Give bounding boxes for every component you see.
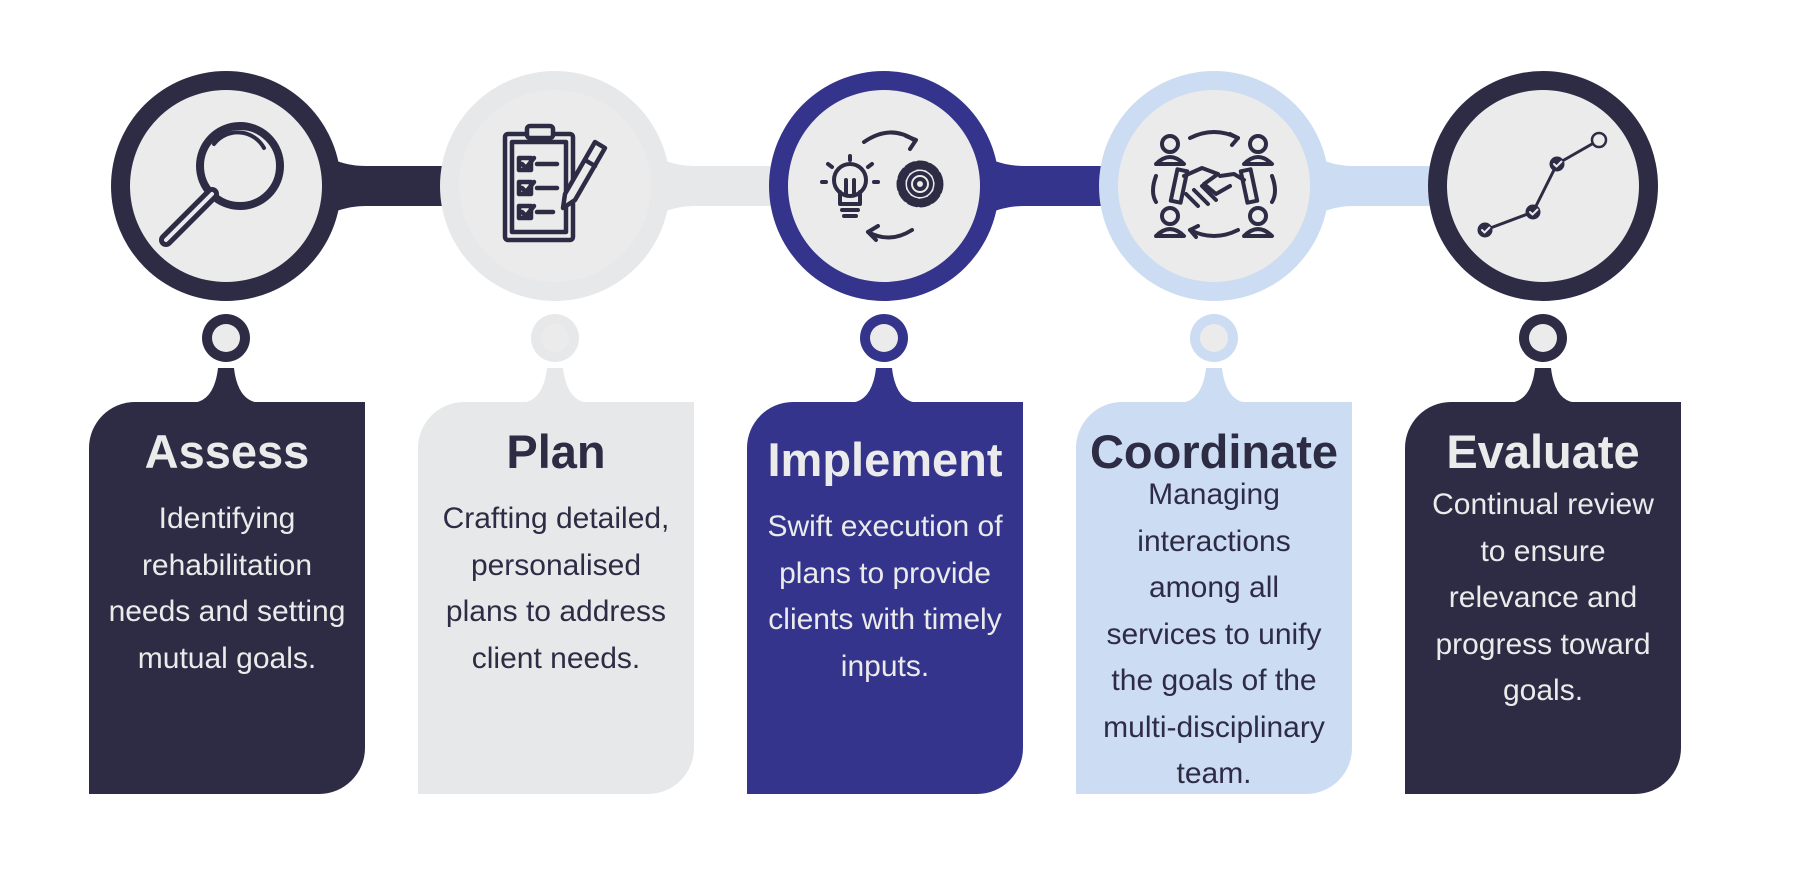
- pin-stem: [190, 368, 262, 403]
- progress-line-chart-icon: [1477, 131, 1608, 238]
- step-title: Coordinate: [1089, 425, 1339, 478]
- step-title: Evaluate: [1446, 425, 1640, 478]
- pin-inner: [1200, 324, 1228, 352]
- ring-face: [1447, 90, 1639, 282]
- pin-stem: [1507, 368, 1579, 403]
- step-description: Crafting detailed, personalised plans to…: [442, 502, 670, 675]
- step-description: Swift execution of plans to provide clie…: [767, 510, 1003, 683]
- step-title: Assess: [144, 425, 310, 478]
- step-title: Plan: [506, 425, 606, 478]
- pin-inner: [870, 324, 898, 352]
- pin-inner: [541, 324, 569, 352]
- step-description: Identifying rehabilitation needs and set…: [108, 502, 346, 675]
- step-description: Continual review to ensure relevance and…: [1432, 488, 1654, 707]
- step-description: Managing interactions among all services…: [1103, 478, 1325, 790]
- step-title: Implement: [767, 433, 1003, 486]
- pins: [190, 314, 1579, 403]
- magnifying-glass-icon: [159, 122, 284, 247]
- lightbulb-gear-cycle-icon: [820, 130, 944, 242]
- pin-stem: [519, 368, 591, 403]
- ring-face: [130, 90, 322, 282]
- pin-stem: [848, 368, 920, 403]
- pin-inner: [1529, 324, 1557, 352]
- ring-face: [788, 90, 980, 282]
- team-handshake-icon: [1151, 130, 1277, 239]
- checklist-clipboard-icon: [502, 123, 608, 243]
- pin-stem: [1178, 368, 1250, 403]
- pin-inner: [212, 324, 240, 352]
- ring-face: [1118, 90, 1310, 282]
